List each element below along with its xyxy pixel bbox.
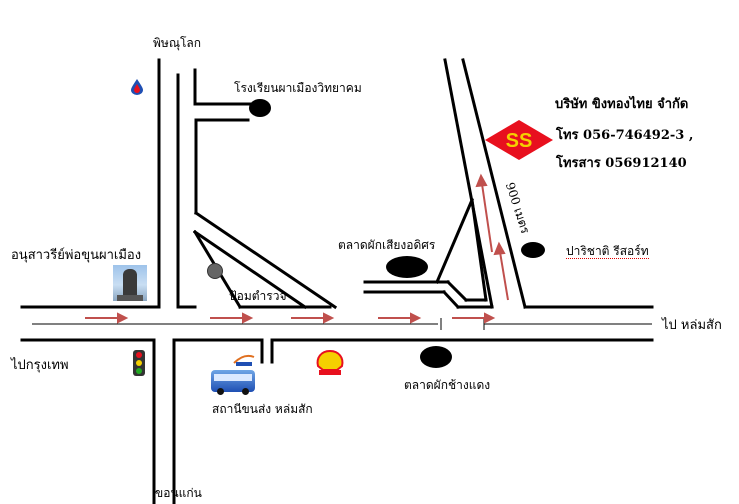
island-left — [435, 198, 474, 284]
label-phitsanulok: พิษณุโลก — [153, 36, 202, 50]
company-fax: โทรสาร 056912140 — [556, 156, 687, 171]
label-market-siang: ตลาดผักเสียงอดิศร — [338, 238, 436, 252]
company-phone: โทร 056-746492-3 , — [556, 128, 694, 143]
company-logo: SS — [485, 120, 553, 160]
route-arrow — [481, 183, 493, 253]
label-bus-terminal: สถานีขนส่ง หล่มสัก — [212, 402, 313, 416]
label-school: โรงเรียนผาเมืองวิทยาคม — [234, 81, 362, 95]
label-khon-kaen: ขอนแก่น — [155, 486, 202, 500]
label-police: ป้อมตำรวจ — [229, 289, 287, 303]
company-name: บริษัท ขิงทองไทย จำกัด — [555, 97, 689, 112]
label-lomsak: ไป หล่มสัก — [662, 318, 722, 333]
route-arrow — [499, 251, 509, 301]
bus-company-logo-icon — [233, 354, 255, 366]
road-right-inner — [461, 58, 527, 309]
monument-statue-icon — [113, 265, 147, 301]
label-resort: ปาริชาติ รีสอร์ท — [566, 244, 649, 259]
school-marker — [249, 99, 271, 117]
fuel-station-icon — [131, 79, 143, 95]
shell-station-icon — [316, 350, 344, 375]
diagonal-road-upper — [193, 210, 338, 310]
traffic-light-icon — [133, 350, 145, 376]
market-siang-marker — [386, 256, 428, 278]
bus-icon — [211, 370, 255, 395]
company-logo-text: SS — [506, 130, 533, 152]
label-market-chang: ตลาดผักช้างแดง — [404, 378, 491, 392]
label-bangkok: ไปกรุงเทพ — [11, 358, 69, 373]
road-right-outer — [443, 58, 494, 309]
label-monument: อนุสาวรีย์พ่อขุนผาเมือง — [11, 248, 142, 263]
market-chang-marker — [420, 346, 452, 368]
police-box-icon — [207, 263, 223, 279]
resort-marker — [521, 242, 545, 258]
